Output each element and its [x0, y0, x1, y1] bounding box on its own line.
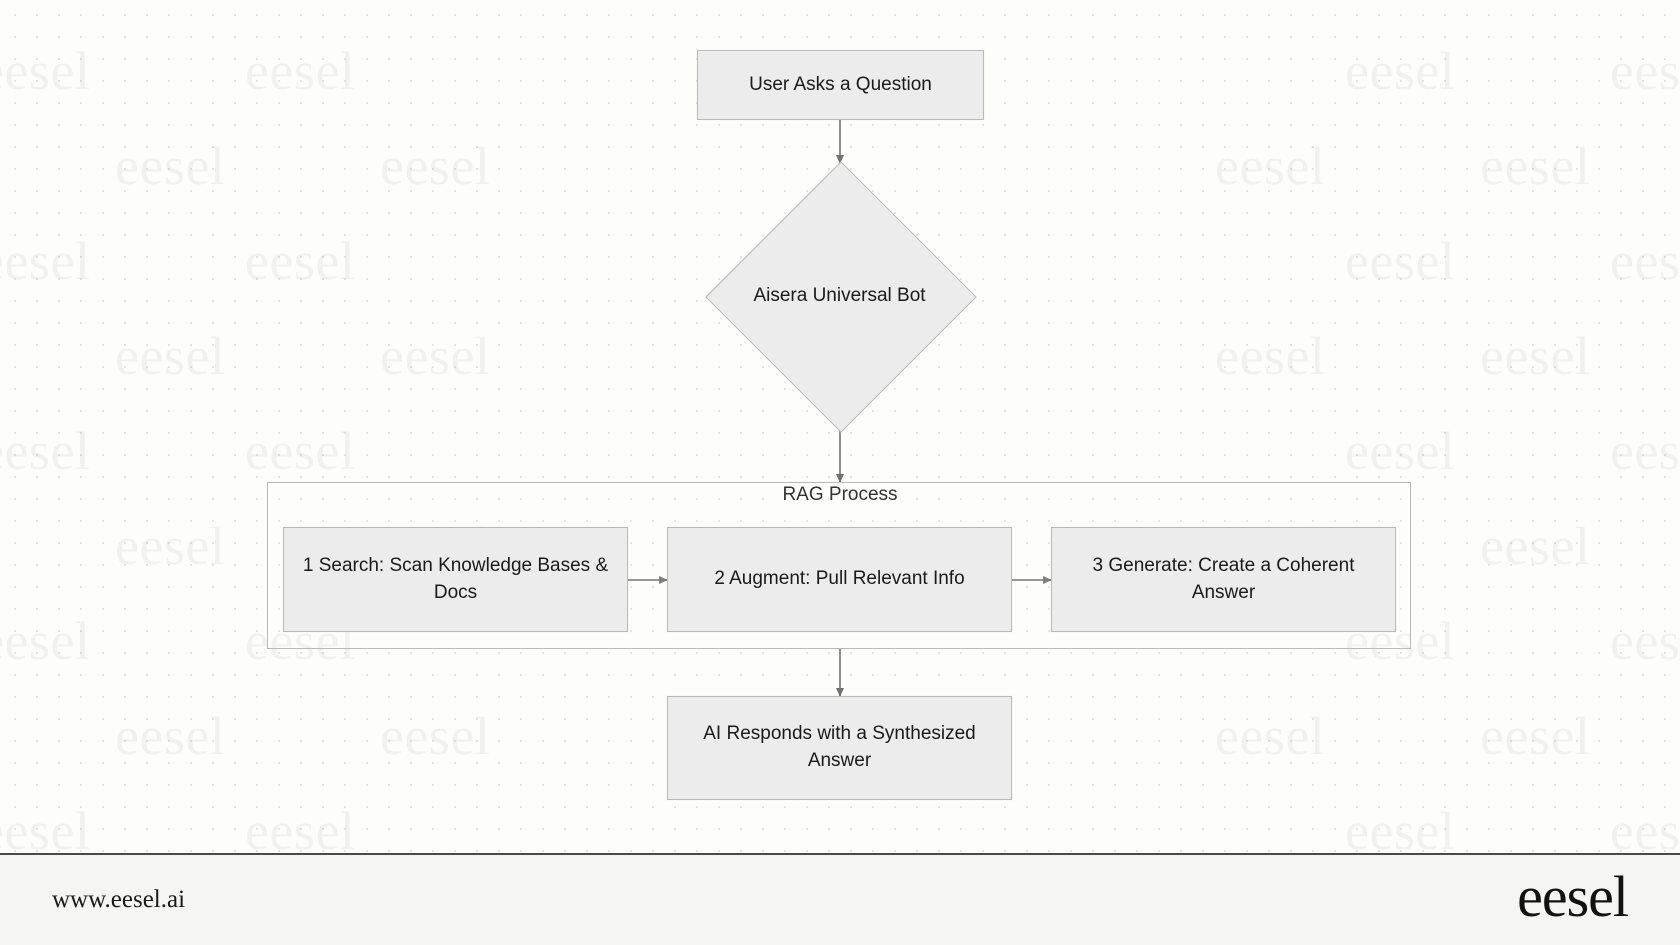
node-aisera-universal-bot-label: Aisera Universal Bot [753, 284, 926, 306]
eesel-watermark: eesel [1610, 231, 1680, 291]
node-ai-responds[interactable]: AI Responds with a Synthesized Answer [667, 696, 1012, 800]
eesel-watermark: eesel [0, 801, 91, 853]
eesel-watermark: eesel [1610, 611, 1680, 671]
eesel-watermark: eesel [115, 516, 226, 576]
eesel-watermark: eesel [1345, 421, 1456, 481]
eesel-watermark: eesel [1345, 41, 1456, 101]
eesel-watermark: eesel [1480, 516, 1591, 576]
eesel-watermark: eesel [1610, 41, 1680, 101]
eesel-watermark: eesel [1610, 421, 1680, 481]
eesel-watermark: eesel [115, 706, 226, 766]
eesel-watermark: eesel [245, 231, 356, 291]
eesel-watermark: eesel [1480, 326, 1591, 386]
node-rag-step-augment-label: 2 Augment: Pull Relevant Info [714, 568, 965, 590]
eesel-watermark: eesel [1480, 136, 1591, 196]
node-aisera-universal-bot[interactable]: Aisera Universal Bot [704, 160, 977, 433]
node-rag-step-generate[interactable]: 3 Generate: Create a Coherent Answer [1051, 527, 1396, 632]
eesel-watermark: eesel [1610, 801, 1680, 853]
node-ai-responds-label: AI Responds with a Synthesized Answer [703, 723, 976, 771]
eesel-watermark: eesel [1480, 706, 1591, 766]
eesel-watermark: eesel [0, 421, 91, 481]
eesel-watermark: eesel [0, 231, 91, 291]
eesel-watermark: eesel [1215, 326, 1326, 386]
node-user-asks-question[interactable]: User Asks a Question [697, 50, 984, 120]
node-user-asks-question-label: User Asks a Question [749, 73, 932, 95]
eesel-watermark: eesel [380, 136, 491, 196]
eesel-watermark: eesel [380, 326, 491, 386]
footer-website-url[interactable]: www.eesel.ai [52, 886, 186, 913]
eesel-watermark: eesel [1345, 801, 1456, 853]
node-rag-step-search-label: 1 Search: Scan Knowledge Bases & Docs [302, 554, 609, 603]
eesel-logo: eesel [1517, 864, 1629, 929]
page-footer: www.eesel.ai eesel [0, 853, 1680, 945]
diagram-canvas: eesel eesel eesel eesel eesel eesel eesel eesel… [0, 0, 1680, 853]
eesel-watermark: eesel [115, 136, 226, 196]
eesel-watermark: eesel [115, 326, 226, 386]
eesel-watermark: eesel [245, 421, 356, 481]
eesel-watermark: eesel [1215, 136, 1326, 196]
eesel-watermark: eesel [245, 41, 356, 101]
eesel-watermark: eesel [1215, 706, 1326, 766]
node-rag-step-generate-label: 3 Generate: Create a Coherent Answer [1092, 554, 1355, 603]
eesel-watermark: eesel [1345, 231, 1456, 291]
eesel-watermark: eesel [245, 801, 356, 853]
node-rag-step-search[interactable]: 1 Search: Scan Knowledge Bases & Docs [283, 527, 628, 632]
eesel-watermark: eesel [380, 706, 491, 766]
eesel-watermark: eesel [0, 41, 91, 101]
node-rag-step-augment[interactable]: 2 Augment: Pull Relevant Info [667, 527, 1012, 632]
eesel-watermark: eesel [0, 611, 91, 671]
